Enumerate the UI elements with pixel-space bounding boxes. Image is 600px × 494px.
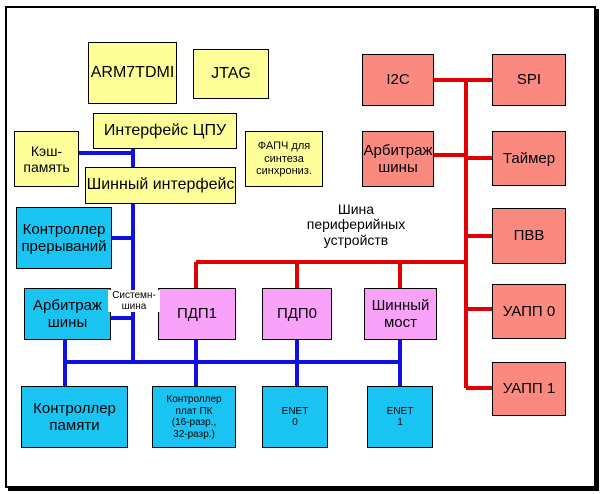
gpio-block: ПВВ: [492, 208, 566, 264]
interrupt-controller-block: Контроллер прерываний: [16, 207, 112, 269]
pc-card-controller-block: Контроллер плат ПК (16-разр., 32-разр.): [152, 386, 236, 448]
uart0-block: УАПП 0: [492, 284, 566, 339]
i2c-block: I2C: [362, 54, 434, 106]
enet1-block: ENET 1: [367, 386, 433, 448]
bus-arbiter-left-block: Арбитраж шины: [24, 288, 111, 340]
dma1-block: ПДП1: [158, 288, 236, 340]
system-bus-label: Системн- шина: [108, 290, 160, 312]
enet0-block: ENET 0: [262, 386, 328, 448]
arm7tdmi-block: ARM7TDMI: [88, 42, 177, 104]
bus-interface-block: Шинный интерфейс: [85, 167, 236, 204]
spi-block: SPI: [492, 54, 566, 106]
jtag-block: JTAG: [193, 49, 269, 99]
pll-block: ФАПЧ для синтеза синхрониз.: [245, 131, 323, 187]
dma0-block: ПДП0: [262, 288, 332, 340]
cache-memory-block: Кэш- память: [14, 131, 79, 187]
bus-bridge-block: Шинный мост: [364, 288, 437, 340]
memory-controller-block: Контроллер памяти: [21, 386, 128, 448]
peripheral-bus-label: Шина периферийных устройств: [306, 201, 406, 248]
timer-block: Таймер: [492, 131, 566, 186]
cpu-interface-block: Интерфейс ЦПУ: [93, 113, 237, 149]
bus-arbiter-right-block: Арбитраж шины: [362, 131, 434, 187]
uart1-block: УАПП 1: [492, 362, 566, 416]
